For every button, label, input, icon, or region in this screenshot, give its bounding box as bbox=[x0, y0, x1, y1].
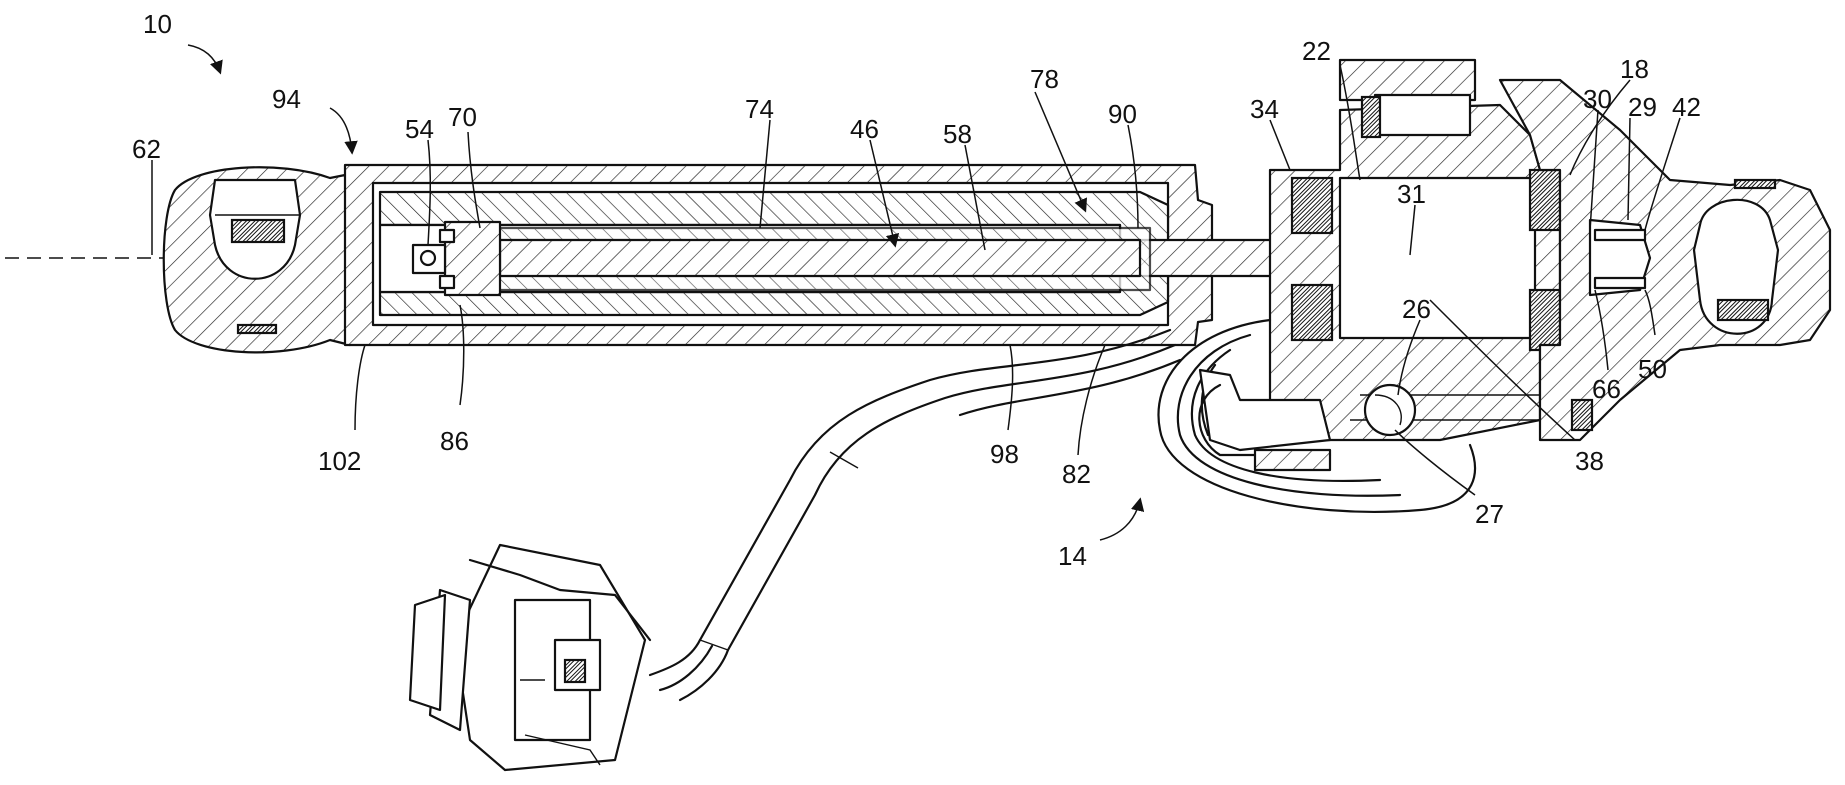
label-90: 90 bbox=[1108, 99, 1137, 129]
label-38: 38 bbox=[1575, 446, 1604, 476]
label-70: 70 bbox=[448, 102, 477, 132]
label-50: 50 bbox=[1638, 354, 1667, 384]
label-102: 102 bbox=[318, 446, 361, 476]
label-86: 86 bbox=[440, 426, 469, 456]
label-42: 42 bbox=[1672, 92, 1701, 122]
left-rod-end bbox=[164, 167, 350, 352]
label-78: 78 bbox=[1030, 64, 1059, 94]
label-98: 98 bbox=[990, 439, 1019, 469]
label-46: 46 bbox=[850, 114, 879, 144]
label-54: 54 bbox=[405, 114, 434, 144]
label-18: 18 bbox=[1620, 54, 1649, 84]
arrow-10 bbox=[188, 45, 220, 72]
label-34: 34 bbox=[1250, 94, 1279, 124]
label-14: 14 bbox=[1058, 541, 1087, 571]
label-30: 30 bbox=[1583, 84, 1612, 114]
label-26: 26 bbox=[1402, 294, 1431, 324]
arrow-94 bbox=[330, 108, 352, 152]
label-29: 29 bbox=[1628, 92, 1657, 122]
label-82: 82 bbox=[1062, 459, 1091, 489]
label-31: 31 bbox=[1397, 179, 1426, 209]
cable bbox=[650, 330, 1180, 700]
label-62: 62 bbox=[132, 134, 161, 164]
label-58: 58 bbox=[943, 119, 972, 149]
label-94: 94 bbox=[272, 84, 301, 114]
gearbox bbox=[1270, 60, 1560, 440]
label-74: 74 bbox=[745, 94, 774, 124]
arrow-14 bbox=[1100, 500, 1140, 540]
label-27: 27 bbox=[1475, 499, 1504, 529]
label-22: 22 bbox=[1302, 36, 1331, 66]
label-10: 10 bbox=[143, 9, 172, 39]
label-66: 66 bbox=[1592, 374, 1621, 404]
electrical-connector bbox=[410, 545, 650, 770]
